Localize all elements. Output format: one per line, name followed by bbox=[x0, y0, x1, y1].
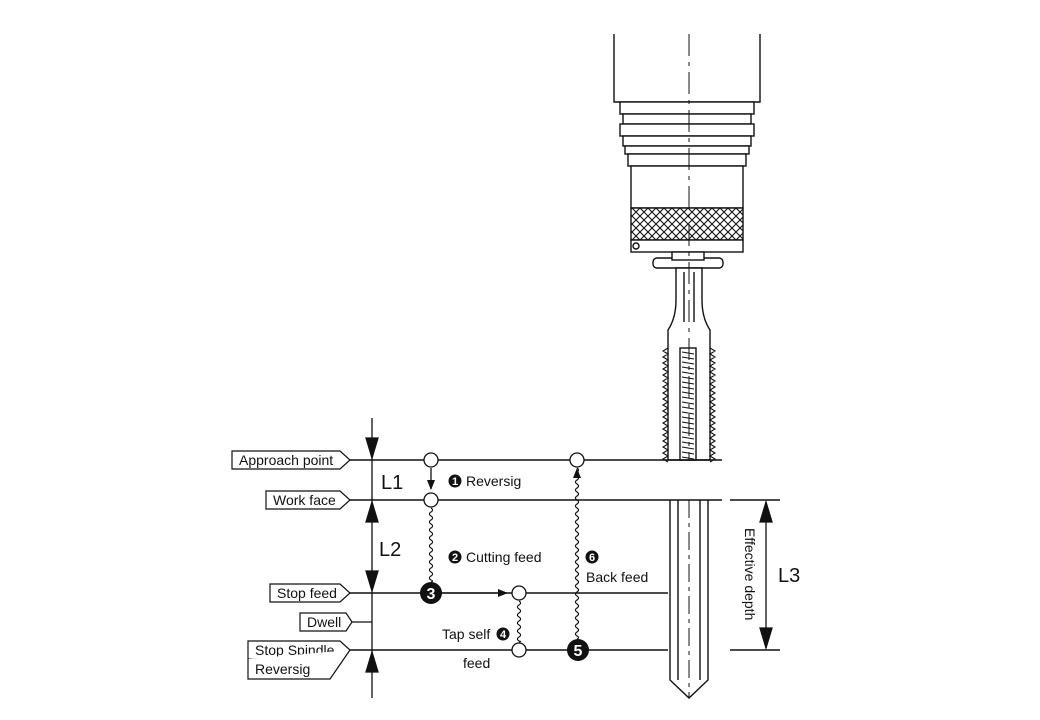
effective-depth-label: Effective depth bbox=[742, 528, 758, 620]
step-4-marker: 4 bbox=[500, 629, 507, 641]
step-6: 6 Back feed bbox=[585, 550, 648, 585]
level-lines bbox=[350, 459, 780, 651]
label-tag-stop-spindle: Stop Spindle Reversig bbox=[247, 640, 351, 680]
position-points bbox=[423, 452, 585, 658]
label-tag-dwell: Dwell bbox=[299, 612, 372, 632]
stop-feed-label: Stop feed bbox=[277, 585, 337, 601]
wavy-feed-paths bbox=[428, 467, 580, 643]
l3-label: L3 bbox=[778, 565, 800, 587]
reversig-label: Reversig bbox=[255, 661, 310, 677]
tap-holder bbox=[613, 34, 761, 269]
dimension-l1-l2 bbox=[365, 418, 379, 698]
step-5: 5 bbox=[567, 639, 589, 661]
work-face-circle bbox=[423, 492, 439, 508]
step-2: 2 Cutting feed bbox=[448, 549, 542, 565]
dwell-start-circle bbox=[511, 585, 527, 601]
step-3-marker: 3 bbox=[427, 586, 436, 603]
tapped-hole bbox=[669, 500, 709, 699]
tap-bottom-circle bbox=[511, 642, 527, 658]
return-point-circle bbox=[569, 452, 585, 468]
l1-label: L1 bbox=[381, 472, 403, 494]
step-6-marker: 6 bbox=[589, 552, 595, 564]
step-4-text-a: Tap self bbox=[442, 626, 490, 642]
step-1-marker: 1 bbox=[452, 476, 458, 488]
tap-threads bbox=[661, 347, 717, 463]
label-tag-work-face: Work face bbox=[265, 490, 351, 510]
step-4: Tap self 4 feed bbox=[442, 626, 510, 671]
label-tag-approach-point: Approach point bbox=[231, 450, 351, 470]
dwell-label: Dwell bbox=[307, 614, 341, 630]
knurled-nut bbox=[630, 207, 744, 241]
dimension-l3 bbox=[759, 499, 773, 651]
approach-point-circle bbox=[423, 452, 439, 468]
step-1-text: Reversig bbox=[466, 473, 521, 489]
label-tag-stop-feed: Stop feed bbox=[269, 583, 351, 603]
l2-label: L2 bbox=[379, 539, 401, 561]
step-2-text: Cutting feed bbox=[466, 549, 542, 565]
step-2-marker: 2 bbox=[452, 552, 458, 564]
approach-point-label: Approach point bbox=[239, 452, 333, 468]
step-6-text: Back feed bbox=[586, 569, 648, 585]
step-1: 1 Reversig bbox=[448, 473, 521, 489]
work-face-label: Work face bbox=[273, 492, 336, 508]
step-4-text-b: feed bbox=[463, 655, 490, 671]
step-5-marker: 5 bbox=[574, 643, 583, 660]
step-3: 3 bbox=[420, 582, 442, 604]
